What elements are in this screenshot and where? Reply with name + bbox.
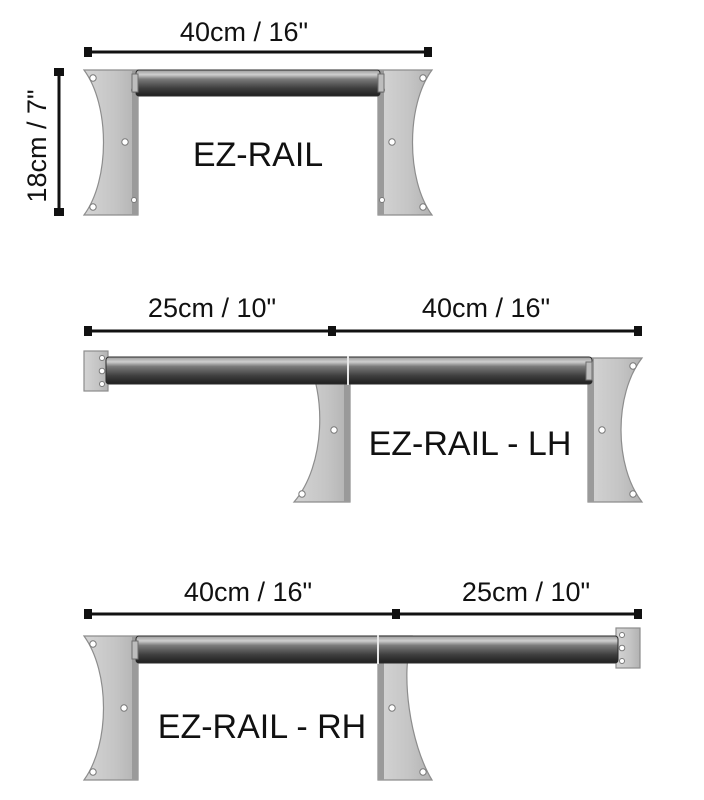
bolt-hole xyxy=(89,203,97,211)
left-mounting-plate xyxy=(82,635,139,781)
bolt-hole xyxy=(629,362,637,370)
right-span-label: 25cm / 10" xyxy=(462,577,590,607)
right-span-dimension: 25cm / 10" xyxy=(396,577,642,619)
bolt-hole xyxy=(89,768,97,776)
width-dimension: 40cm / 16" xyxy=(84,17,432,57)
bolt-hole xyxy=(619,658,625,664)
bolt-hole xyxy=(330,426,338,434)
bolt-hole xyxy=(99,381,105,387)
ez-rail-rh-diagram: 40cm / 16" 25cm / 10" xyxy=(82,577,642,781)
bolt-hole xyxy=(379,197,385,203)
bolt-hole xyxy=(298,490,306,498)
middle-mounting-plate xyxy=(377,635,434,781)
height-dimension: 18cm / 7" xyxy=(22,68,64,216)
rail-bar xyxy=(131,69,385,97)
end-cap-plate xyxy=(83,350,109,392)
left-span-dimension: 40cm / 16" xyxy=(84,577,400,619)
ez-rail-lh-diagram: 25cm / 10" 40cm / 16" xyxy=(83,293,644,503)
bolt-hole xyxy=(121,138,129,146)
bolt-hole xyxy=(120,704,128,712)
bolt-hole xyxy=(598,426,606,434)
width-label: 40cm / 16" xyxy=(180,17,308,47)
left-span-dimension: 25cm / 10" xyxy=(84,293,336,336)
bolt-hole xyxy=(98,367,106,375)
product-name: EZ-RAIL - RH xyxy=(158,708,366,746)
bolt-hole xyxy=(388,138,396,146)
bolt-hole xyxy=(619,632,625,638)
rail-bar xyxy=(131,635,619,664)
end-cap-plate xyxy=(615,627,641,669)
bolt-hole xyxy=(618,644,626,652)
right-mounting-plate xyxy=(587,357,644,503)
bolt-hole xyxy=(419,74,427,82)
left-span-label: 25cm / 10" xyxy=(148,293,276,323)
product-name: EZ-RAIL - LH xyxy=(369,425,572,463)
right-span-dimension: 40cm / 16" xyxy=(332,293,642,336)
height-label: 18cm / 7" xyxy=(22,89,52,202)
rail-bar xyxy=(105,356,593,385)
bolt-hole xyxy=(89,640,97,648)
middle-mounting-plate xyxy=(292,357,351,503)
bolt-hole xyxy=(131,197,137,203)
left-mounting-plate xyxy=(82,69,139,216)
ez-rail-diagram: 40cm / 16" 18cm / 7" xyxy=(22,17,434,216)
left-span-label: 40cm / 16" xyxy=(184,577,312,607)
bolt-hole xyxy=(419,768,427,776)
right-mounting-plate xyxy=(377,69,434,216)
bolt-hole xyxy=(99,355,105,361)
product-name: EZ-RAIL xyxy=(193,136,323,174)
bolt-hole xyxy=(419,203,427,211)
right-span-label: 40cm / 16" xyxy=(422,293,550,323)
bolt-hole xyxy=(629,490,637,498)
bolt-hole xyxy=(89,74,97,82)
bolt-hole xyxy=(388,704,396,712)
